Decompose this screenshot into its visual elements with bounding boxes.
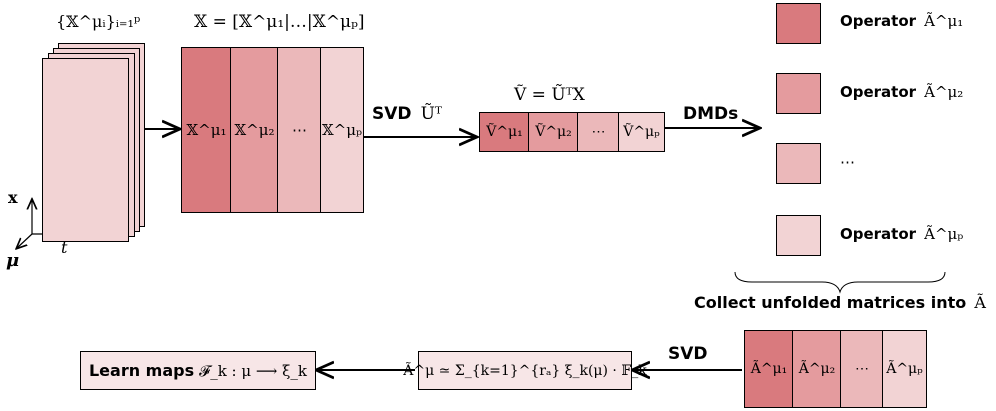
reduced-cell-1: Ṽ^μ₁ [480,113,529,151]
reduced-cell-p: Ṽ^μₚ [618,113,664,151]
snapshot-cell-1: 𝕏^μ₁ [182,48,231,212]
svd-formula: Ũᵀ [420,104,443,124]
operator-formula-4: Ã^μₚ [924,225,964,243]
operator-swatch-2 [776,73,821,114]
operator-swatch-1 [776,3,821,44]
reduced-matrix-label: Ṽ = ŨᵀX [514,85,585,105]
operator-label-1: Operator Ã^μ₁ [840,11,963,30]
snapshot-cell-2: 𝕏^μ₂ [230,48,278,212]
snapshot-matrix-label: 𝕏 = [𝕏^μ₁|…|𝕏^μₚ] [194,12,365,32]
collect-label-group: Collect unfolded matrices into Ã [694,293,986,312]
reduced-cell-2: Ṽ^μ₂ [528,113,578,151]
operator-word-2: Operator [840,83,917,101]
operator-label-2: Operator Ã^μ₂ [840,82,963,101]
operator-matrix-cell-ellipsis: ⋯ [840,331,883,407]
collect-label: Collect unfolded matrices into [694,293,967,312]
operator-swatch-3 [776,143,821,184]
learn-formula: 𝓕_k : μ ⟶ ξ_k [199,361,308,380]
operator-word-1: Operator [840,12,917,30]
operator-matrix: Ã^μ₁ Ã^μ₂ ⋯ Ã^μₚ [744,330,927,408]
operator-word-4: Operator [840,225,917,243]
expansion-formula: Ã^μ ≃ Σ_{k=1}^{rₐ} ξ_k(μ) · 𝔽_k [403,362,647,379]
operator-matrix-cell-1: Ã^μ₁ [745,331,793,407]
axis-x-label: x [8,188,18,207]
snapshot-cell-ellipsis: ⋯ [277,48,321,212]
operator-matrix-cell-2: Ã^μ₂ [792,331,841,407]
expansion-box: Ã^μ ≃ Σ_{k=1}^{rₐ} ξ_k(μ) · 𝔽_k [403,351,647,390]
axis-t-label: t [61,238,68,257]
operator-swatch-4 [776,215,821,256]
operator-label-4: Operator Ã^μₚ [840,224,963,243]
axis-mu-line [17,233,33,248]
collect-formula: Ã [974,293,986,312]
operator-formula-1: Ã^μ₁ [924,12,964,30]
reduced-cell-ellipsis: ⋯ [577,113,619,151]
svd-label-group: SVD Ũᵀ [372,104,442,124]
snapshot-cell-p: 𝕏^μₚ [320,48,363,212]
svd2-label: SVD [668,344,708,364]
axis-mu-label: μ [6,250,20,271]
stack-layer-1 [42,58,129,242]
operator-ellipsis: ⋯ [840,153,855,171]
operator-matrix-cell-p: Ã^μₚ [882,331,926,407]
operator-formula-2: Ã^μ₂ [924,83,964,101]
learn-box: Learn maps 𝓕_k : μ ⟶ ξ_k [80,351,316,390]
learn-label: Learn maps [88,361,195,380]
svd-label: SVD [372,104,412,124]
snapshot-matrix: 𝕏^μ₁ 𝕏^μ₂ ⋯ 𝕏^μₚ [181,47,364,213]
collect-brace [734,271,946,294]
reduced-matrix: Ṽ^μ₁ Ṽ^μ₂ ⋯ Ṽ^μₚ [479,112,665,152]
stack-label: {𝕏^μᵢ}ᵢ₌₁ᵖ [56,12,141,31]
dmds-label: DMDs [683,104,739,124]
